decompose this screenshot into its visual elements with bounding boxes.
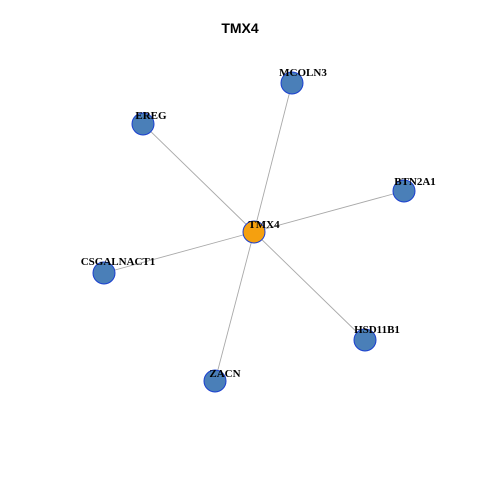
node-label-btn2a1: BTN2A1 (394, 176, 436, 188)
node-hsd11b1 (353, 328, 377, 352)
edge-tmx4-ereg (142, 123, 255, 233)
edge-tmx4-mcoln3 (253, 82, 293, 233)
node-label-ereg: EREG (135, 110, 167, 122)
node-label-mcoln3: MCOLN3 (279, 67, 327, 79)
graph-title: TMX4 (221, 20, 259, 36)
node-btn2a1 (392, 179, 416, 203)
node-csgalnact1 (92, 261, 116, 285)
node-label-hsd11b1: HSD11B1 (354, 324, 400, 336)
edge-tmx4-csgalnact1 (103, 231, 255, 274)
edge-tmx4-btn2a1 (253, 190, 405, 233)
node-layer (92, 71, 416, 393)
node-label-csgalnact1: CSGALNACT1 (81, 256, 156, 268)
edge-tmx4-zacn (214, 231, 255, 382)
node-label-zacn: ZACN (209, 368, 240, 380)
node-mcoln3 (280, 71, 304, 95)
node-zacn (203, 369, 227, 393)
node-label-tmx4: TMX4 (248, 219, 280, 231)
edge-layer (103, 82, 405, 382)
node-tmx4 (242, 220, 266, 244)
edge-tmx4-hsd11b1 (253, 231, 366, 341)
node-ereg (131, 112, 155, 136)
